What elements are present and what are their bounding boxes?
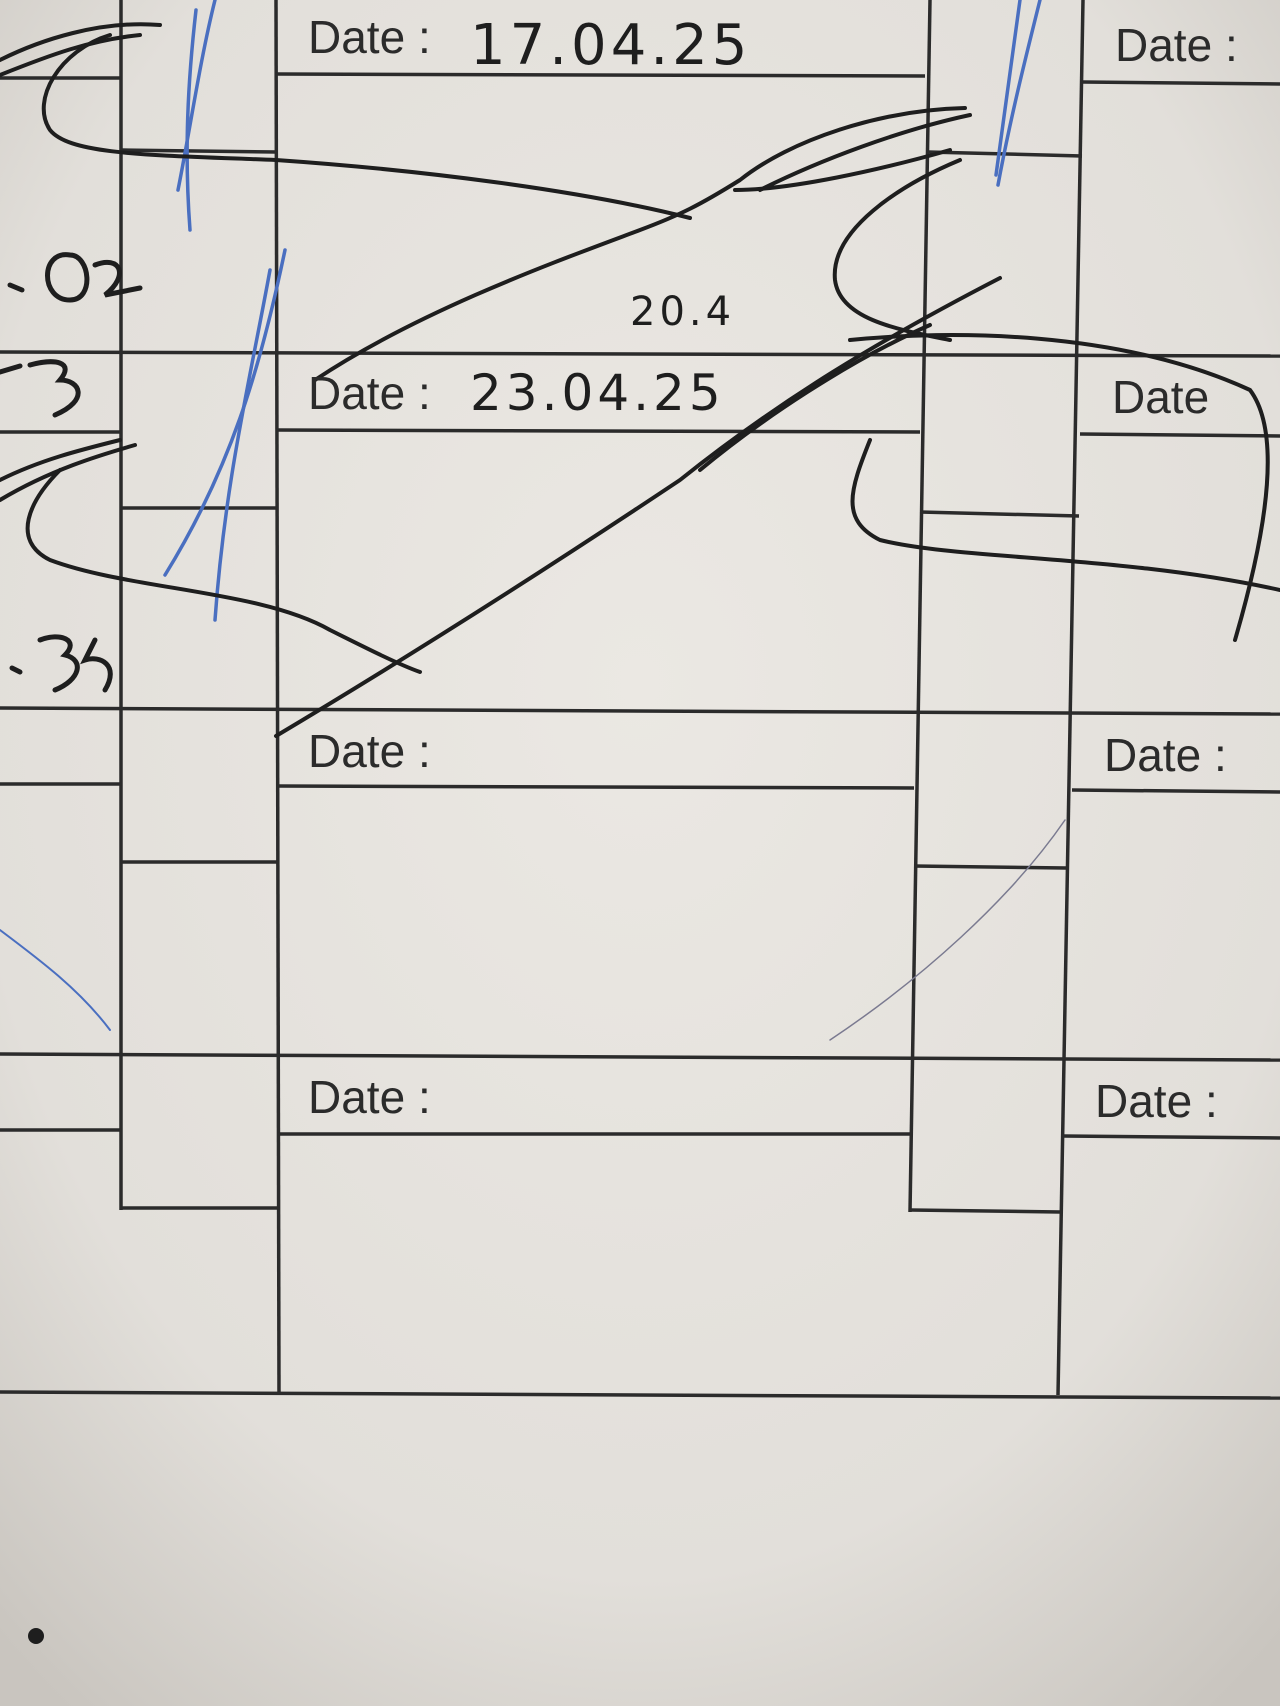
handwritten-date-r2c2: 23.04.25 — [470, 364, 725, 422]
date-label-r1c2: Date : — [308, 11, 431, 63]
ink-dot — [28, 1628, 44, 1644]
date-label-r3c2: Date : — [308, 725, 431, 777]
handwritten-fragments — [0, 252, 143, 693]
handwritten-date-r1c2: 17.04.25 — [470, 13, 752, 78]
blue-pen-strokes — [0, 0, 1066, 1041]
date-label-r2c2: Date : — [308, 367, 431, 419]
date-label-r3c3: Date : — [1104, 729, 1227, 781]
date-label-r1c3: Date : — [1115, 19, 1238, 71]
black-pen-signatures — [0, 22, 1280, 738]
handwritten-date-above-r2c2: 20.4 — [630, 289, 736, 335]
date-label-r2c3: Date — [1112, 371, 1210, 423]
grid-lines — [0, 0, 1280, 1400]
date-label-r4c3: Date : — [1095, 1075, 1218, 1127]
date-label-r4c2: Date : — [308, 1071, 431, 1123]
